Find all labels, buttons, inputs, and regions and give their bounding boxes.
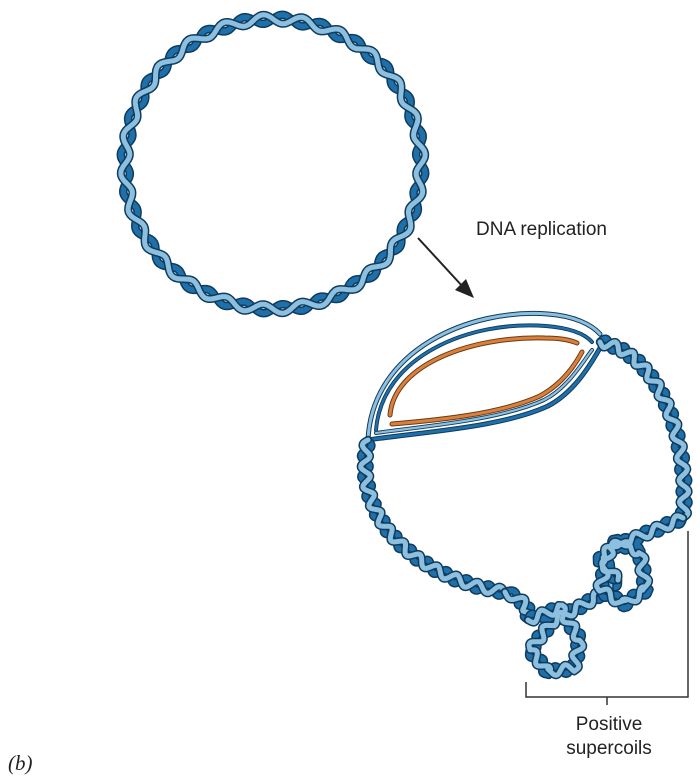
relaxed-circular-dna: [121, 15, 425, 313]
replication-arrow: [418, 238, 474, 298]
new-strand-bottom: [392, 352, 582, 424]
replicating-dna: [361, 313, 689, 675]
positive-supercoils-label-line1: Positive: [576, 714, 643, 735]
relaxed-helix-strand-1: [121, 15, 425, 313]
panel-label: (b): [8, 751, 33, 775]
positive-supercoils-label-line2: supercoils: [566, 738, 652, 759]
dna-replication-label: DNA replication: [476, 219, 607, 240]
